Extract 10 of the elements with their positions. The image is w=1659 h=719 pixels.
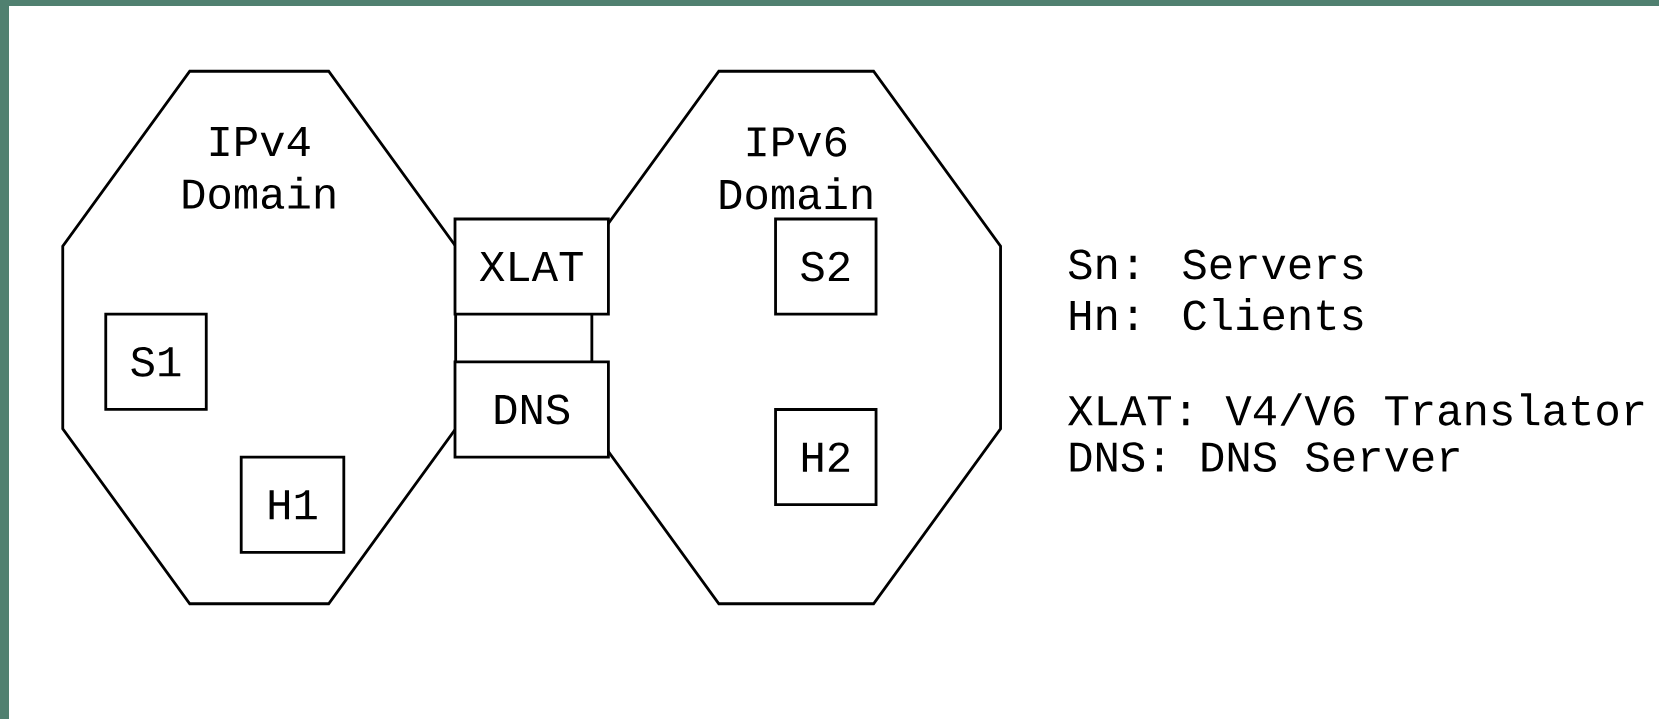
component-box: H1 <box>239 455 346 554</box>
legend-note: XLAT: V4/V6 Translator <box>1068 393 1644 426</box>
component-box: S1 <box>104 312 208 411</box>
legend-note: Hn: Clients <box>1070 298 1363 331</box>
component-box: XLAT <box>453 217 610 316</box>
legend-note: DNS: DNS Server <box>1070 442 1459 472</box>
component-box: H2 <box>774 408 878 507</box>
component-box: S2 <box>774 217 878 316</box>
component-box: DNS <box>453 360 610 459</box>
legend-note: Sn: Servers <box>1068 249 1363 280</box>
